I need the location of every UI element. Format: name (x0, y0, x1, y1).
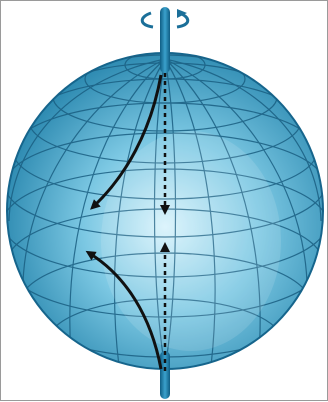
rotation-axis-bottom (160, 351, 170, 399)
rotation-axis-top (160, 7, 170, 73)
